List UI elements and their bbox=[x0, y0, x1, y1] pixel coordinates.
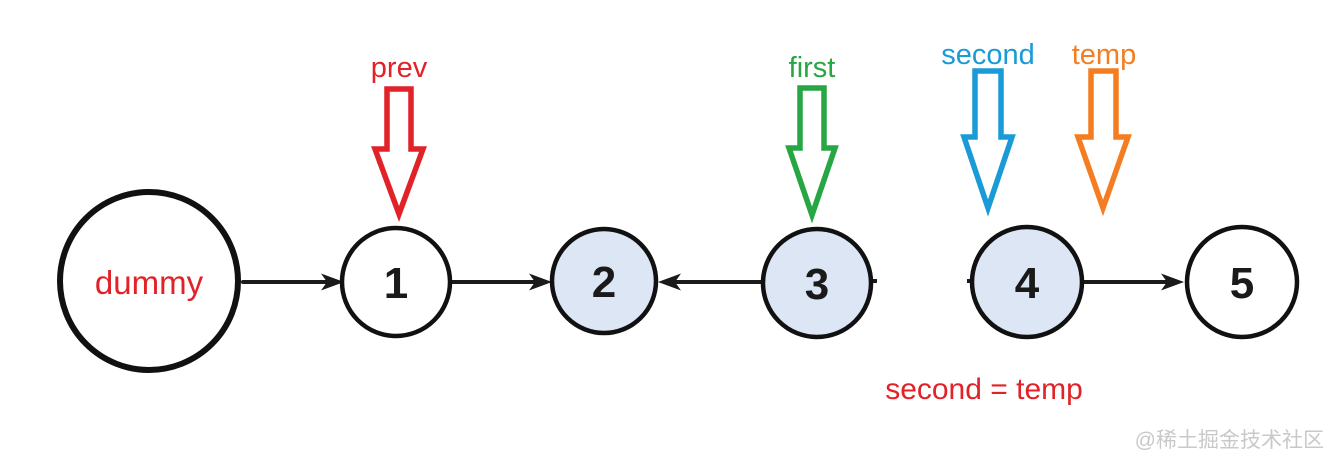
prev-pointer: prev bbox=[371, 52, 428, 222]
first-pointer: first bbox=[785, 52, 839, 224]
node-4: 4 bbox=[969, 224, 1085, 340]
right-arrowhead-icon bbox=[1161, 273, 1184, 291]
node-4-value: 4 bbox=[1015, 259, 1040, 308]
node-4-circle bbox=[969, 224, 1085, 340]
node-dummy-circle bbox=[57, 189, 241, 373]
edge-3-to-2-reversed bbox=[658, 273, 764, 291]
node-2-circle bbox=[549, 226, 659, 336]
node-5-value: 5 bbox=[1230, 259, 1254, 308]
node-2-value: 2 bbox=[592, 258, 616, 307]
right-arrowhead-icon bbox=[529, 273, 552, 291]
prev-down-arrow-icon bbox=[371, 86, 427, 222]
node-dummy-label: dummy bbox=[95, 264, 204, 301]
right-arrowhead-icon bbox=[321, 273, 344, 291]
node-1: 1 bbox=[339, 225, 453, 339]
annotation-second-equals-temp: second = temp bbox=[885, 373, 1083, 406]
second-label: second bbox=[941, 39, 1035, 71]
temp-pointer: temp bbox=[1072, 39, 1136, 217]
temp-label: temp bbox=[1072, 39, 1136, 71]
node-5-circle bbox=[1184, 224, 1300, 340]
node-3: 3 bbox=[760, 226, 874, 340]
node-3-value: 3 bbox=[805, 260, 829, 309]
first-label: first bbox=[789, 52, 836, 84]
node-dummy: dummy bbox=[57, 189, 241, 373]
edge-dummy-to-1 bbox=[241, 273, 344, 291]
node-1-value: 1 bbox=[384, 259, 408, 308]
watermark: @稀土掘金技术社区 bbox=[1135, 429, 1324, 452]
first-down-arrow-icon bbox=[785, 85, 839, 224]
node-3-circle bbox=[760, 226, 874, 340]
node-1-circle bbox=[339, 225, 453, 339]
second-down-arrow-icon bbox=[960, 68, 1016, 217]
node-5: 5 bbox=[1184, 224, 1300, 340]
prev-label: prev bbox=[371, 52, 428, 84]
edge-4-to-5 bbox=[1082, 273, 1184, 291]
left-arrowhead-icon bbox=[658, 273, 681, 291]
temp-down-arrow-icon bbox=[1074, 68, 1132, 217]
node-2: 2 bbox=[549, 226, 659, 336]
edge-1-to-2 bbox=[450, 273, 552, 291]
second-pointer: second bbox=[941, 39, 1035, 217]
